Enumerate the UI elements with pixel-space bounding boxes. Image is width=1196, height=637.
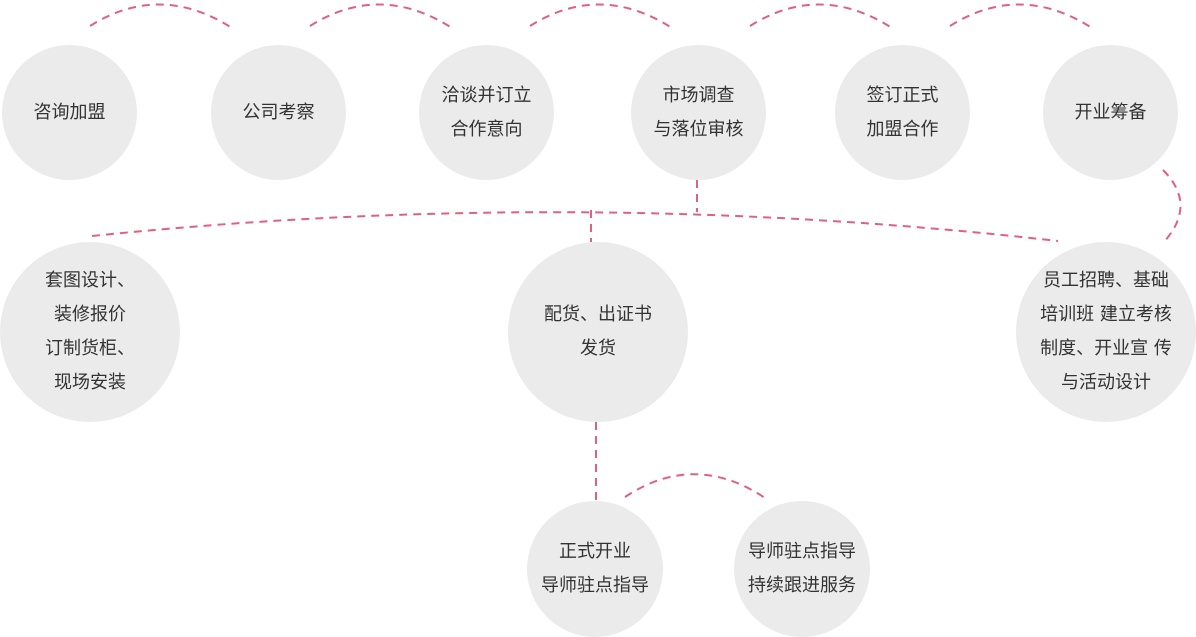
step-negotiate-label: 洽谈并订立 合作意向 [441, 84, 532, 140]
step-prepare: 开业筹备 [1043, 45, 1178, 180]
step-follow: 导师驻点指导 持续跟进服务 [734, 501, 870, 637]
step-negotiate: 洽谈并订立 合作意向 [419, 45, 554, 180]
connector-arc-1 [89, 3, 233, 29]
connector-bottom-arc [624, 473, 769, 501]
step-sign: 签订正式 加盟合作 [835, 45, 970, 180]
connector-arc-3 [529, 3, 673, 29]
step-opening-label: 正式开业 导师驻点指导 [541, 541, 649, 596]
connector-middle-arc [91, 211, 1059, 242]
step-follow-label: 导师驻点指导 持续跟进服务 [748, 541, 856, 596]
step-inspect-label: 公司考察 [242, 101, 315, 123]
connector-arc-5 [949, 3, 1093, 29]
step-recruit: 员工招聘、基础 培训班 建立考核 制度、开业宣 传 与活动设计 [1016, 242, 1196, 422]
step-delivery-label: 配货、出证书 发货 [544, 304, 652, 359]
connector-arc-4 [749, 3, 893, 29]
step-market-label: 市场调查 与落位审核 [653, 84, 744, 140]
step-design-label: 套图设计、 装修报价 订制货柜、 现场安装 [45, 270, 135, 393]
step-market: 市场调查 与落位审核 [631, 45, 766, 180]
step-inspect: 公司考察 [211, 45, 346, 180]
step-sign-label: 签订正式 加盟合作 [866, 84, 939, 140]
step-consult: 咨询加盟 [2, 45, 137, 180]
step-recruit-label: 员工招聘、基础 培训班 建立考核 制度、开业宣 传 与活动设计 [1040, 270, 1172, 393]
connector-right-curve [1162, 169, 1182, 244]
step-design: 套图设计、 装修报价 订制货柜、 现场安装 [0, 242, 180, 422]
step-consult-label: 咨询加盟 [33, 101, 106, 123]
step-prepare-label: 开业筹备 [1074, 101, 1147, 123]
step-delivery: 配货、出证书 发货 [508, 242, 688, 422]
step-opening: 正式开业 导师驻点指导 [527, 501, 663, 637]
connector-arc-2 [309, 3, 453, 29]
